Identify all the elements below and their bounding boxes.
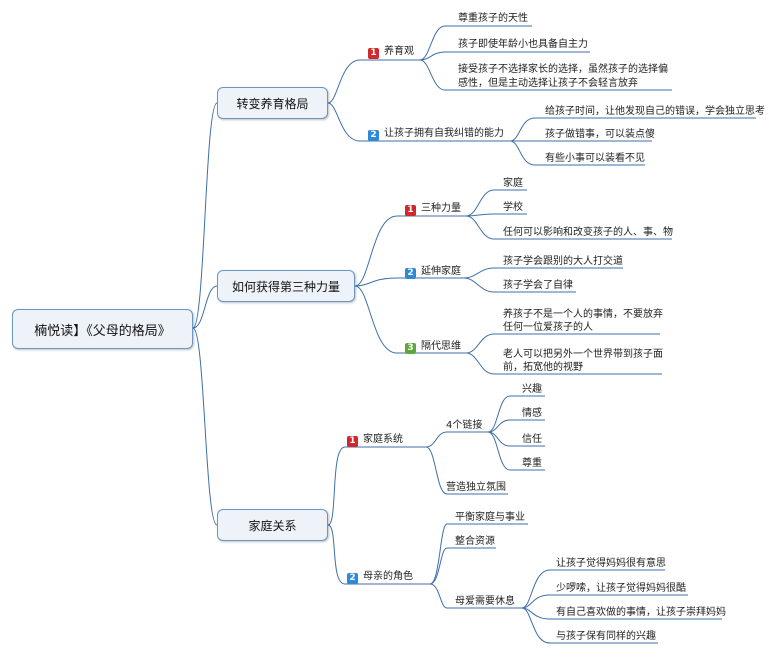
leaf[interactable]: 少啰嗦，让孩子觉得妈妈很酷 bbox=[556, 583, 686, 594]
leaf[interactable]: 平衡家庭与事业 bbox=[455, 512, 525, 523]
leaf[interactable]: 信任 bbox=[522, 434, 542, 445]
topic-mother-rest[interactable]: 母爱需要休息 bbox=[455, 596, 515, 607]
number-badge: 3 bbox=[405, 343, 416, 354]
leaf[interactable]: 有些小事可以装看不见 bbox=[545, 153, 645, 164]
leaf[interactable]: 尊重孩子的天性 bbox=[458, 13, 528, 24]
leaf[interactable]: 营造独立氛围 bbox=[446, 482, 506, 493]
number-badge: 1 bbox=[405, 205, 416, 216]
leaf[interactable]: 学校 bbox=[503, 202, 523, 213]
number-badge: 2 bbox=[368, 130, 379, 141]
leaf[interactable]: 任何可以影响和改变孩子的人、事、物 bbox=[503, 227, 673, 238]
leaf[interactable]: 家庭 bbox=[503, 178, 523, 189]
branch-2-label: 如何获得第三种力量 bbox=[231, 279, 340, 294]
branch-2-topic[interactable]: 如何获得第三种力量 bbox=[217, 270, 355, 302]
leaf[interactable]: 情感 bbox=[522, 408, 542, 419]
leaf[interactable]: 给孩子时间，让他发现自己的错误，学会独立思考 bbox=[545, 106, 765, 117]
leaf[interactable]: 接受孩子不选择家长的选择，虽然孩子的选择偏感性，但是主动选择让孩子不会轻言放弃 bbox=[458, 64, 668, 89]
leaf[interactable]: 让孩子觉得妈妈很有意思 bbox=[556, 558, 666, 569]
leaf[interactable]: 孩子即使年龄小也具备自主力 bbox=[458, 39, 588, 50]
leaf[interactable]: 有自己喜欢做的事情，让孩子崇拜妈妈 bbox=[556, 607, 726, 618]
number-badge: 2 bbox=[405, 268, 416, 279]
root-label: 楠悦读】《父母的格局》 bbox=[34, 323, 171, 339]
leaf[interactable]: 孩子学会了自律 bbox=[503, 280, 573, 291]
leaf[interactable]: 与孩子保有同样的兴趣 bbox=[556, 631, 656, 642]
branch-1-label: 转变养育格局 bbox=[236, 96, 309, 111]
branch-3-topic[interactable]: 家庭关系 bbox=[217, 509, 328, 541]
topic-4-links[interactable]: 4个链接 bbox=[446, 420, 483, 431]
root-topic[interactable]: 楠悦读】《父母的格局》 bbox=[12, 309, 193, 349]
leaf[interactable]: 孩子学会跟别的大人打交道 bbox=[503, 256, 623, 267]
branch-3-label: 家庭关系 bbox=[248, 518, 297, 533]
number-badge: 1 bbox=[368, 48, 379, 59]
leaf[interactable]: 尊重 bbox=[522, 458, 542, 469]
number-badge: 2 bbox=[347, 573, 358, 584]
number-badge: 1 bbox=[347, 436, 358, 447]
leaf[interactable]: 整合资源 bbox=[455, 536, 495, 547]
branch-1-topic[interactable]: 转变养育格局 bbox=[217, 87, 328, 119]
leaf[interactable]: 老人可以把另外一个世界带到孩子面前，拓宽他的视野 bbox=[503, 349, 663, 373]
leaf[interactable]: 孩子做错事，可以装点傻 bbox=[545, 129, 655, 140]
leaf[interactable]: 兴趣 bbox=[522, 384, 542, 395]
leaf[interactable]: 养孩子不是一个人的事情，不要放弃任何一位爱孩子的人 bbox=[503, 309, 663, 333]
